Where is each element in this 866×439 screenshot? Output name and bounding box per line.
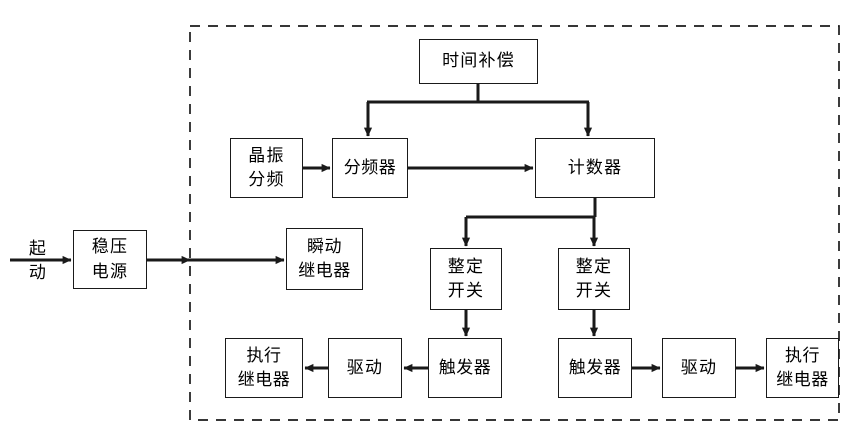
node-crystal-oscillator-divider-line-2: 分频 bbox=[248, 170, 285, 190]
node-frequency-divider[interactable]: 分频器 bbox=[332, 138, 408, 198]
node-instant-relay-line-2: 继电器 bbox=[298, 261, 351, 281]
node-crystal-oscillator-divider[interactable]: 晶振 分频 bbox=[230, 138, 303, 198]
node-frequency-divider-line-1: 分频器 bbox=[343, 157, 397, 178]
node-voltage-regulator[interactable]: 稳压 电源 bbox=[73, 230, 147, 289]
node-setting-switch-left[interactable]: 整定 开关 bbox=[430, 248, 502, 310]
node-setting-switch-left-line-2: 开关 bbox=[447, 281, 485, 301]
node-counter[interactable]: 计数器 bbox=[535, 138, 655, 198]
label-start-line-2: 动 bbox=[28, 263, 48, 283]
node-voltage-regulator-line-2: 电源 bbox=[91, 261, 129, 282]
node-setting-switch-right-line-1: 整定 bbox=[575, 256, 613, 277]
node-setting-switch-right[interactable]: 整定 开关 bbox=[558, 248, 630, 310]
node-setting-switch-left-line-1: 整定 bbox=[447, 256, 485, 277]
node-trigger-right[interactable]: 触发器 bbox=[558, 338, 632, 398]
label-start: 起 动 bbox=[18, 230, 58, 292]
node-counter-line-1: 计数器 bbox=[567, 157, 623, 178]
node-drive-right-line-1: 驱动 bbox=[680, 357, 718, 378]
dashed-enclosure bbox=[189, 25, 840, 421]
node-drive-left-line-1: 驱动 bbox=[346, 357, 384, 378]
node-crystal-oscillator-divider-line-1: 晶振 bbox=[248, 145, 285, 166]
node-voltage-regulator-line-1: 稳压 bbox=[91, 237, 129, 258]
node-execution-relay-left-line-2: 继电器 bbox=[237, 370, 291, 390]
node-drive-left[interactable]: 驱动 bbox=[328, 338, 402, 398]
node-instant-relay[interactable]: 瞬动 继电器 bbox=[286, 228, 363, 290]
node-time-compensation[interactable]: 时间补偿 bbox=[419, 39, 538, 84]
node-execution-relay-right-line-1: 执行 bbox=[785, 345, 820, 366]
node-setting-switch-right-line-2: 开关 bbox=[575, 281, 613, 301]
node-trigger-right-line-1: 触发器 bbox=[568, 357, 622, 378]
node-execution-relay-right-line-2: 继电器 bbox=[776, 370, 829, 390]
node-execution-relay-left[interactable]: 执行 继电器 bbox=[225, 338, 303, 398]
node-time-compensation-line-1: 时间补偿 bbox=[442, 51, 515, 72]
node-drive-right[interactable]: 驱动 bbox=[662, 338, 736, 398]
label-start-line-1: 起 bbox=[28, 238, 48, 259]
node-instant-relay-line-1: 瞬动 bbox=[307, 236, 342, 257]
node-trigger-left-line-1: 触发器 bbox=[438, 357, 492, 378]
node-trigger-left[interactable]: 触发器 bbox=[428, 338, 502, 398]
node-execution-relay-left-line-1: 执行 bbox=[246, 345, 282, 366]
node-execution-relay-right[interactable]: 执行 继电器 bbox=[766, 338, 839, 398]
